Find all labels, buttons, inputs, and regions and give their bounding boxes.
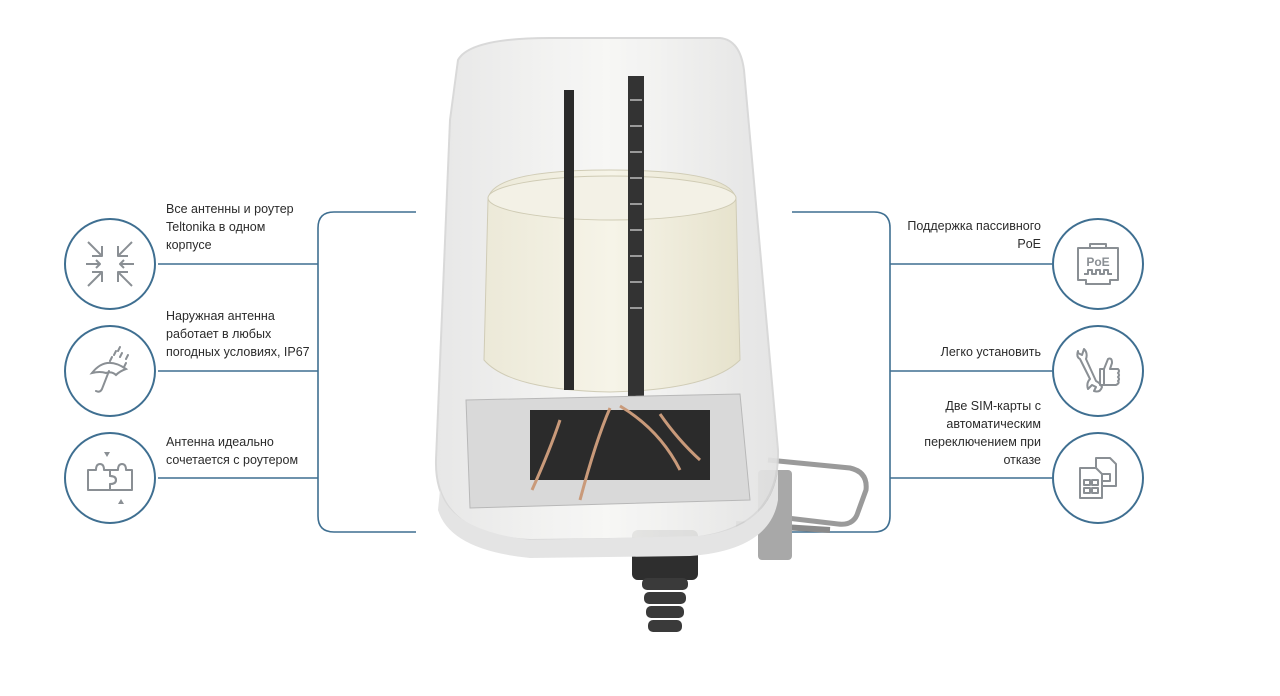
poe-port-icon: PoE [1077, 243, 1119, 285]
wrench-thumbs-up-icon [1076, 348, 1120, 393]
right-bracket-line [792, 211, 891, 533]
feature-circle-dual-sim [1052, 432, 1144, 524]
feature-circle-all-in-one [64, 218, 156, 310]
umbrella-rain-icon [89, 346, 129, 393]
dual-sim-icon [1079, 457, 1117, 499]
antenna-element-2 [628, 76, 644, 406]
feature-circle-easy-install [1052, 325, 1144, 417]
feature-label-compatibility: Антенна идеально сочетается с роутером [166, 435, 299, 467]
antenna-cylinder-top [487, 175, 737, 221]
feature-circle-poe: PoE [1052, 218, 1144, 310]
feature-label-all-in-one: Все антенны и роутер Teltonika в одном к… [166, 202, 294, 252]
feature-label-poe: Поддержка пассивного PoE [907, 219, 1041, 251]
feature-label-dual-sim: Две SIM-карты с автоматическим переключе… [924, 399, 1041, 467]
outdoor-antenna-router-image [434, 37, 869, 632]
puzzle-icon [87, 452, 133, 504]
cable-strain-relief [642, 578, 688, 632]
feature-label-easy-install: Легко установить [940, 345, 1041, 359]
antenna-cylinder [483, 169, 741, 393]
poe-badge-text: PoE [1086, 255, 1109, 269]
feature-circle-weatherproof [64, 325, 156, 417]
left-bracket-line [317, 211, 416, 533]
antenna-element-1 [564, 90, 574, 390]
feature-label-weatherproof: Наружная антенна работает в любых погодн… [166, 309, 310, 359]
feature-circle-compatibility [64, 432, 156, 524]
rf-cables [530, 404, 702, 501]
arrows-inward-icon [86, 241, 134, 287]
housing-base [438, 470, 778, 558]
